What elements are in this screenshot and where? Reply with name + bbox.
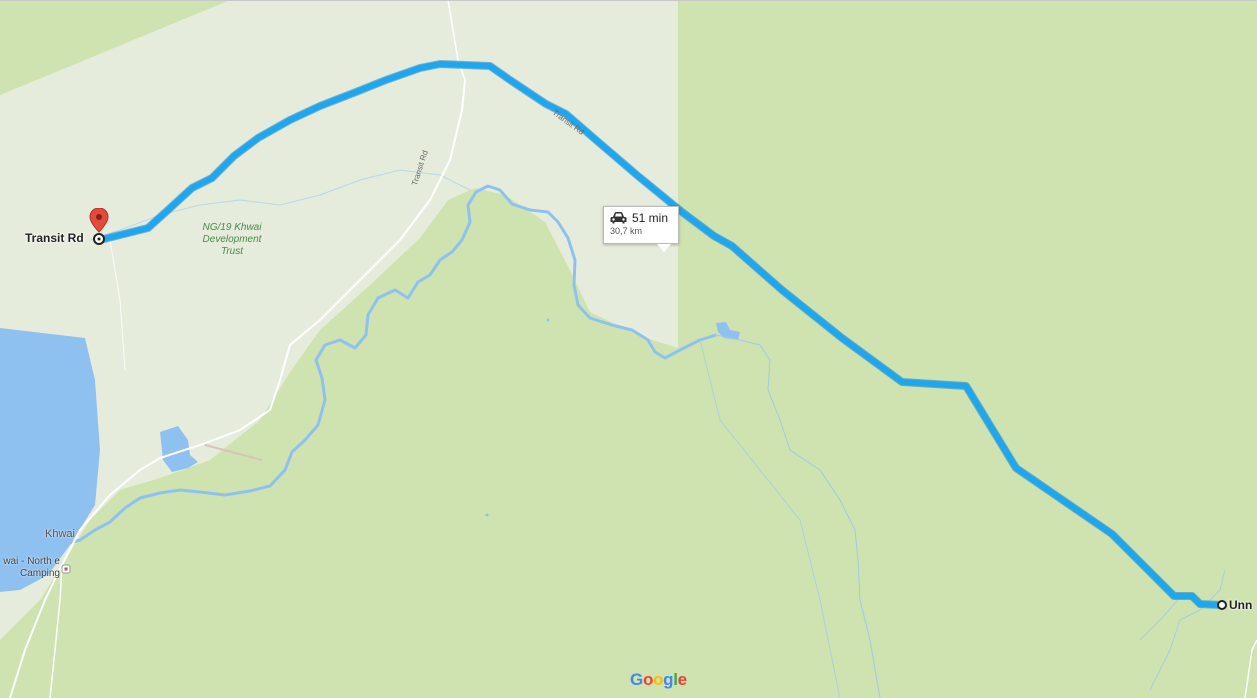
town-label[interactable]: Khwai <box>45 528 75 540</box>
camp-label[interactable]: wai - North e Camping <box>3 556 60 579</box>
start-location-label[interactable]: Transit Rd <box>25 231 84 245</box>
park-area-label: NG/19 Khwai Development Trust <box>202 222 262 257</box>
route-info-box[interactable]: 51 min 30,7 km <box>603 206 679 244</box>
campsite-icon[interactable] <box>61 564 71 574</box>
end-location-label[interactable]: Unn <box>1229 598 1253 612</box>
route-distance: 30,7 km <box>610 226 643 236</box>
google-logo[interactable]: Google <box>630 670 687 690</box>
route-info-box-tail <box>657 244 671 252</box>
route-duration: 51 min <box>632 211 669 225</box>
map-pin-icon[interactable] <box>89 208 109 246</box>
car-icon <box>610 212 627 224</box>
destination-circle-icon[interactable] <box>1216 599 1228 611</box>
google-logo-letters: Google <box>630 670 687 689</box>
